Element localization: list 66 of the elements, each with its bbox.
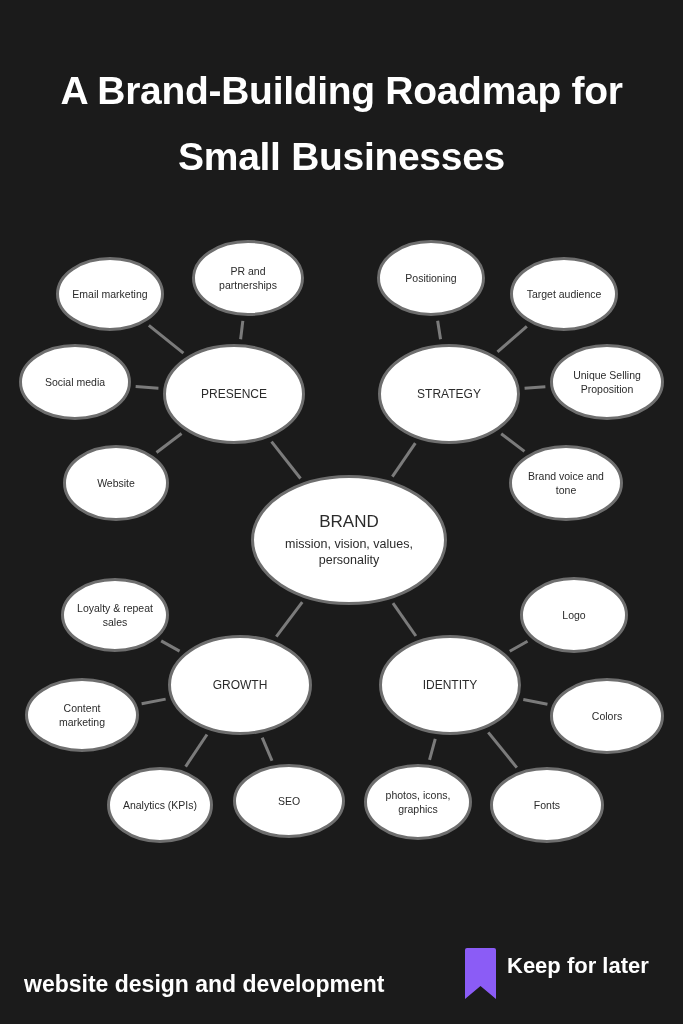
topic-ellipse: [510, 257, 618, 331]
node-label: Loyalty & repeat sales: [76, 600, 154, 630]
topic-ellipse: [61, 578, 169, 652]
node-label: Content marketing: [57, 700, 107, 730]
node-label: STRATEGY: [416, 385, 482, 403]
topic-ellipse: [364, 764, 472, 840]
node-label: Logo: [561, 607, 587, 623]
topic-ellipse: [163, 344, 305, 444]
tagline: website design and development: [24, 971, 385, 998]
node-label: Email marketing: [71, 286, 149, 302]
connector-line: [428, 738, 437, 761]
title: A Brand-Building Roadmap for Small Businesses: [59, 68, 624, 180]
node-label: Fonts: [532, 797, 562, 813]
node-label: PR and partnerships: [218, 263, 278, 293]
connector-line: [270, 440, 302, 480]
topic-ellipse: [233, 764, 345, 838]
node-label: Colors: [590, 708, 624, 724]
connector-line: [135, 385, 159, 390]
topic-ellipse: [520, 577, 628, 653]
topic-ellipse: [251, 475, 447, 605]
node-subtitle: mission, vision, values, personality: [284, 535, 414, 570]
node-label: Positioning: [404, 270, 458, 286]
node-label: Unique Selling Proposition: [572, 367, 642, 397]
connector-line: [391, 442, 417, 478]
connector-line: [184, 733, 209, 768]
node-label: SEO: [276, 793, 302, 809]
topic-ellipse: [107, 767, 213, 843]
node-label: Analytics (KPIs): [121, 797, 199, 813]
save-note: Keep for later: [507, 953, 649, 979]
node-label: BRAND: [318, 510, 380, 533]
node-label: PRESENCE: [200, 385, 268, 403]
topic-ellipse: [378, 344, 520, 444]
topic-ellipse: [192, 240, 304, 316]
topic-ellipse: [509, 445, 623, 521]
topic-ellipse: [19, 344, 131, 420]
topic-ellipse: [550, 678, 664, 754]
topic-ellipse: [490, 767, 604, 843]
connector-line: [239, 320, 245, 340]
connector-line: [275, 601, 304, 638]
node-label: Brand voice and tone: [527, 468, 605, 498]
connector-line: [260, 737, 274, 762]
topic-ellipse: [377, 240, 485, 316]
connector-line: [160, 639, 181, 653]
connector-line: [155, 432, 183, 454]
node-label: IDENTITY: [421, 676, 479, 694]
connector-line: [391, 602, 418, 637]
connector-line: [141, 697, 166, 706]
connector-line: [524, 385, 546, 390]
node-label: photos, icons, graphics: [384, 787, 452, 817]
connector-line: [487, 731, 518, 769]
topic-ellipse: [63, 445, 169, 521]
connector-line: [522, 698, 548, 706]
connector-line: [147, 324, 185, 355]
topic-ellipse: [168, 635, 312, 735]
node-label: GROWTH: [211, 676, 269, 694]
connector-line: [496, 325, 528, 353]
topic-ellipse: [379, 635, 521, 735]
node-label: Social media: [43, 374, 107, 390]
topic-ellipse: [550, 344, 664, 420]
node-label: Target audience: [525, 286, 603, 302]
topic-ellipse: [25, 678, 139, 752]
connector-line: [509, 639, 529, 653]
node-label: Website: [96, 475, 136, 491]
connector-line: [436, 320, 442, 340]
connector-line: [500, 432, 526, 453]
topic-ellipse: [56, 257, 164, 331]
